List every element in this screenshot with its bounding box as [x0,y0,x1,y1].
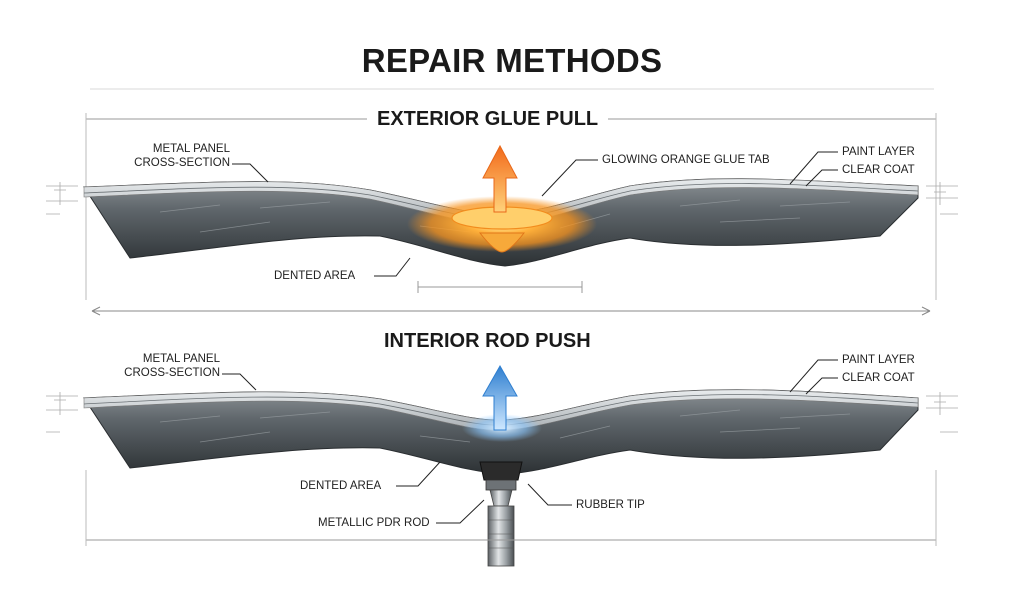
top-thickness-marker-left [46,182,78,215]
label-top-paint-layer: PAINT LAYER [842,146,915,158]
label-rubber-tip: RUBBER TIP [576,499,645,511]
rubber-tip [479,461,523,481]
bottom-clear-coat [83,389,919,431]
leader-bottom-metal-panel [222,373,257,391]
leader-rubber-tip [527,483,572,506]
leader-top-paint-layer [789,151,838,185]
bottom-section [46,359,958,567]
leader-pdr-rod [436,499,485,524]
bottom-thickness-marker-left [46,392,78,433]
label-bottom-metal-panel: METAL PANEL CROSS-SECTION [106,352,220,380]
label-top-dented-area: DENTED AREA [274,270,356,282]
leader-bottom-clear-coat [805,377,838,395]
label-pdr-rod: METALLIC PDR ROD [318,517,430,529]
top-section [46,113,958,316]
leader-top-glue-tab [541,159,598,197]
leader-top-metal-panel [232,163,269,183]
rod-ridges [488,519,514,549]
rod-collar [485,479,517,491]
label-top-clear-coat: CLEAR COAT [842,164,915,176]
page-title: REPAIR METHODS [361,42,663,79]
bottom-section-heading: INTERIOR ROD PUSH [374,330,601,353]
label-glue-tab: GLOWING ORANGE GLUE TAB [602,154,770,166]
top-thickness-marker-right [926,182,958,215]
label-top-metal-panel-line2: CROSS-SECTION [134,157,230,169]
label-bottom-metal-panel-line2: CROSS-SECTION [124,367,220,379]
label-top-metal-panel: METAL PANEL CROSS-SECTION [118,142,230,170]
glue-tab-drip [478,232,526,253]
label-bottom-paint-layer: PAINT LAYER [842,354,915,366]
bottom-grain-hatch [159,409,851,443]
label-bottom-dented-area: DENTED AREA [300,480,382,492]
rod-neck [489,489,513,507]
pdr-rod [487,505,515,567]
top-clear-coat [83,178,919,225]
bottom-thickness-marker-right [926,392,958,433]
pull-arrow-icon [482,144,518,213]
top-full-width-arrowheads [91,306,931,316]
top-section-heading: EXTERIOR GLUE PULL [367,108,609,131]
leader-bottom-dented-area [396,461,441,487]
label-bottom-clear-coat: CLEAR COAT [842,372,915,384]
leader-bottom-paint-layer [789,359,838,393]
leader-top-dented-area [374,257,411,277]
push-arrow-icon [482,364,518,431]
label-top-metal-panel-line1: METAL PANEL [152,143,230,155]
leader-top-clear-coat [805,169,838,187]
label-bottom-metal-panel-line1: METAL PANEL [142,353,220,365]
